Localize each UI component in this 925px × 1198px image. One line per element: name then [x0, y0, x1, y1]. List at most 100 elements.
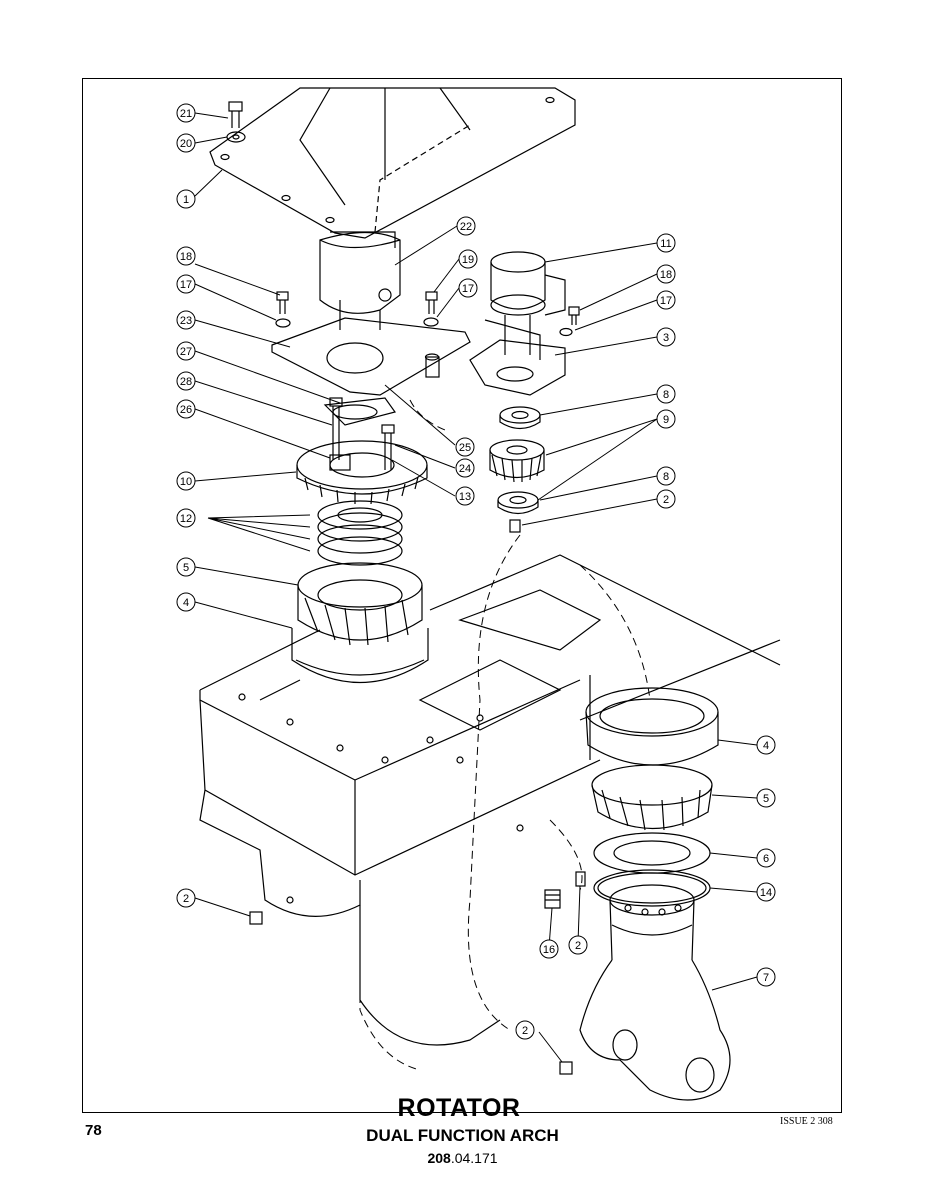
callout-c5b: 5	[756, 788, 776, 808]
ring-gear-10	[296, 440, 428, 505]
issue-label: ISSUE 2 308	[780, 1116, 833, 1127]
callout-circle	[176, 310, 196, 330]
motor-22	[319, 231, 401, 330]
callout-label: 24	[459, 463, 471, 475]
callout-circle	[176, 399, 196, 419]
grease-fitting-2-middle	[575, 871, 586, 887]
callout-c6: 6	[756, 848, 776, 868]
callout-circle	[539, 939, 559, 959]
callout-label: 2	[183, 893, 189, 905]
callout-circle	[176, 274, 196, 294]
callout-c28: 28	[176, 371, 196, 391]
callout-c3: 3	[656, 327, 676, 347]
hydraulic-motor-11	[490, 251, 566, 355]
callout-label: 16	[543, 944, 555, 956]
callout-c12: 12	[176, 508, 196, 528]
page-subtitle: DUAL FUNCTION ARCH	[366, 1126, 559, 1145]
callout-c16: 16	[539, 939, 559, 959]
callout-circle	[176, 557, 196, 577]
callout-label: 2	[522, 1025, 528, 1037]
callout-c23: 23	[176, 310, 196, 330]
callout-circle	[176, 592, 196, 612]
callout-circle	[656, 233, 676, 253]
callout-c13: 13	[455, 486, 475, 506]
callout-label: 21	[180, 108, 192, 120]
callout-label: 5	[763, 793, 769, 805]
callout-circle	[176, 371, 196, 391]
callout-c17b: 17	[458, 278, 478, 298]
callout-c24: 24	[455, 458, 475, 478]
callout-c19: 19	[458, 249, 478, 269]
callout-label: 26	[180, 404, 192, 416]
callout-circle	[176, 341, 196, 361]
callout-label: 4	[183, 597, 189, 609]
callout-label: 8	[663, 471, 669, 483]
callout-c26: 26	[176, 399, 196, 419]
callout-label: 4	[763, 740, 769, 752]
callout-label: 27	[180, 346, 192, 358]
callout-circle	[176, 189, 196, 209]
callout-c7: 7	[756, 967, 776, 987]
callout-circle	[458, 278, 478, 298]
callout-circle	[515, 1020, 535, 1040]
callout-c11: 11	[656, 233, 676, 253]
callout-circle	[656, 489, 676, 509]
callout-c9: 9	[656, 409, 676, 429]
callout-label: 13	[459, 491, 471, 503]
bearing-cup-4-right	[585, 687, 719, 766]
callout-label: 17	[462, 283, 474, 295]
callout-label: 18	[660, 269, 672, 281]
bolt-28	[329, 397, 343, 460]
callout-c14: 14	[756, 882, 776, 902]
o-ring-14	[593, 869, 711, 907]
bolt-21	[228, 101, 243, 128]
callout-c2d: 2	[515, 1020, 535, 1040]
rotator-housing	[199, 554, 781, 1046]
callout-circle	[176, 888, 196, 908]
callout-circle	[756, 967, 776, 987]
title-rule-left	[82, 1112, 380, 1113]
callout-c1: 1	[176, 189, 196, 209]
callout-label: 14	[760, 887, 772, 899]
callout-c20: 20	[176, 133, 196, 153]
callout-label: 9	[663, 414, 669, 426]
callout-c4a: 4	[176, 592, 196, 612]
callout-label: 23	[180, 315, 192, 327]
grease-fitting-2-top	[509, 519, 521, 533]
callout-label: 6	[763, 853, 769, 865]
part-number: 208.04.171	[0, 1150, 925, 1166]
callout-circle	[656, 466, 676, 486]
seal-6	[593, 832, 711, 874]
spacer-25	[424, 353, 440, 378]
grease-fitting-2-bottom	[559, 1061, 573, 1075]
drive-gear-9	[489, 439, 545, 483]
callout-label: 28	[180, 376, 192, 388]
bolt-19	[423, 291, 439, 327]
callout-label: 2	[663, 494, 669, 506]
callout-label: 11	[660, 238, 671, 250]
callout-bubbles: 2120122181719172327282610125425241311181…	[176, 103, 776, 1040]
callout-label: 2	[575, 940, 581, 952]
bearing-cone-5-left	[297, 562, 423, 646]
callout-label: 3	[663, 332, 669, 344]
callout-label: 18	[180, 251, 192, 263]
assembly-center-lines	[359, 399, 651, 1071]
bearing-8-lower	[497, 491, 539, 515]
callout-circle	[756, 848, 776, 868]
callout-circle	[176, 471, 196, 491]
callout-c18b: 18	[656, 264, 676, 284]
callout-c25: 25	[455, 437, 475, 457]
callout-circle	[455, 458, 475, 478]
callout-circle	[458, 249, 478, 269]
callout-c10: 10	[176, 471, 196, 491]
callout-circle	[455, 437, 475, 457]
callout-c21: 21	[176, 103, 196, 123]
callout-circle	[656, 327, 676, 347]
callout-label: 12	[180, 513, 192, 525]
callout-label: 1	[183, 194, 189, 206]
bearing-8-upper	[499, 406, 541, 430]
grease-fitting-2-left	[249, 911, 263, 925]
callout-label: 19	[462, 254, 474, 266]
callout-c2a: 2	[656, 489, 676, 509]
